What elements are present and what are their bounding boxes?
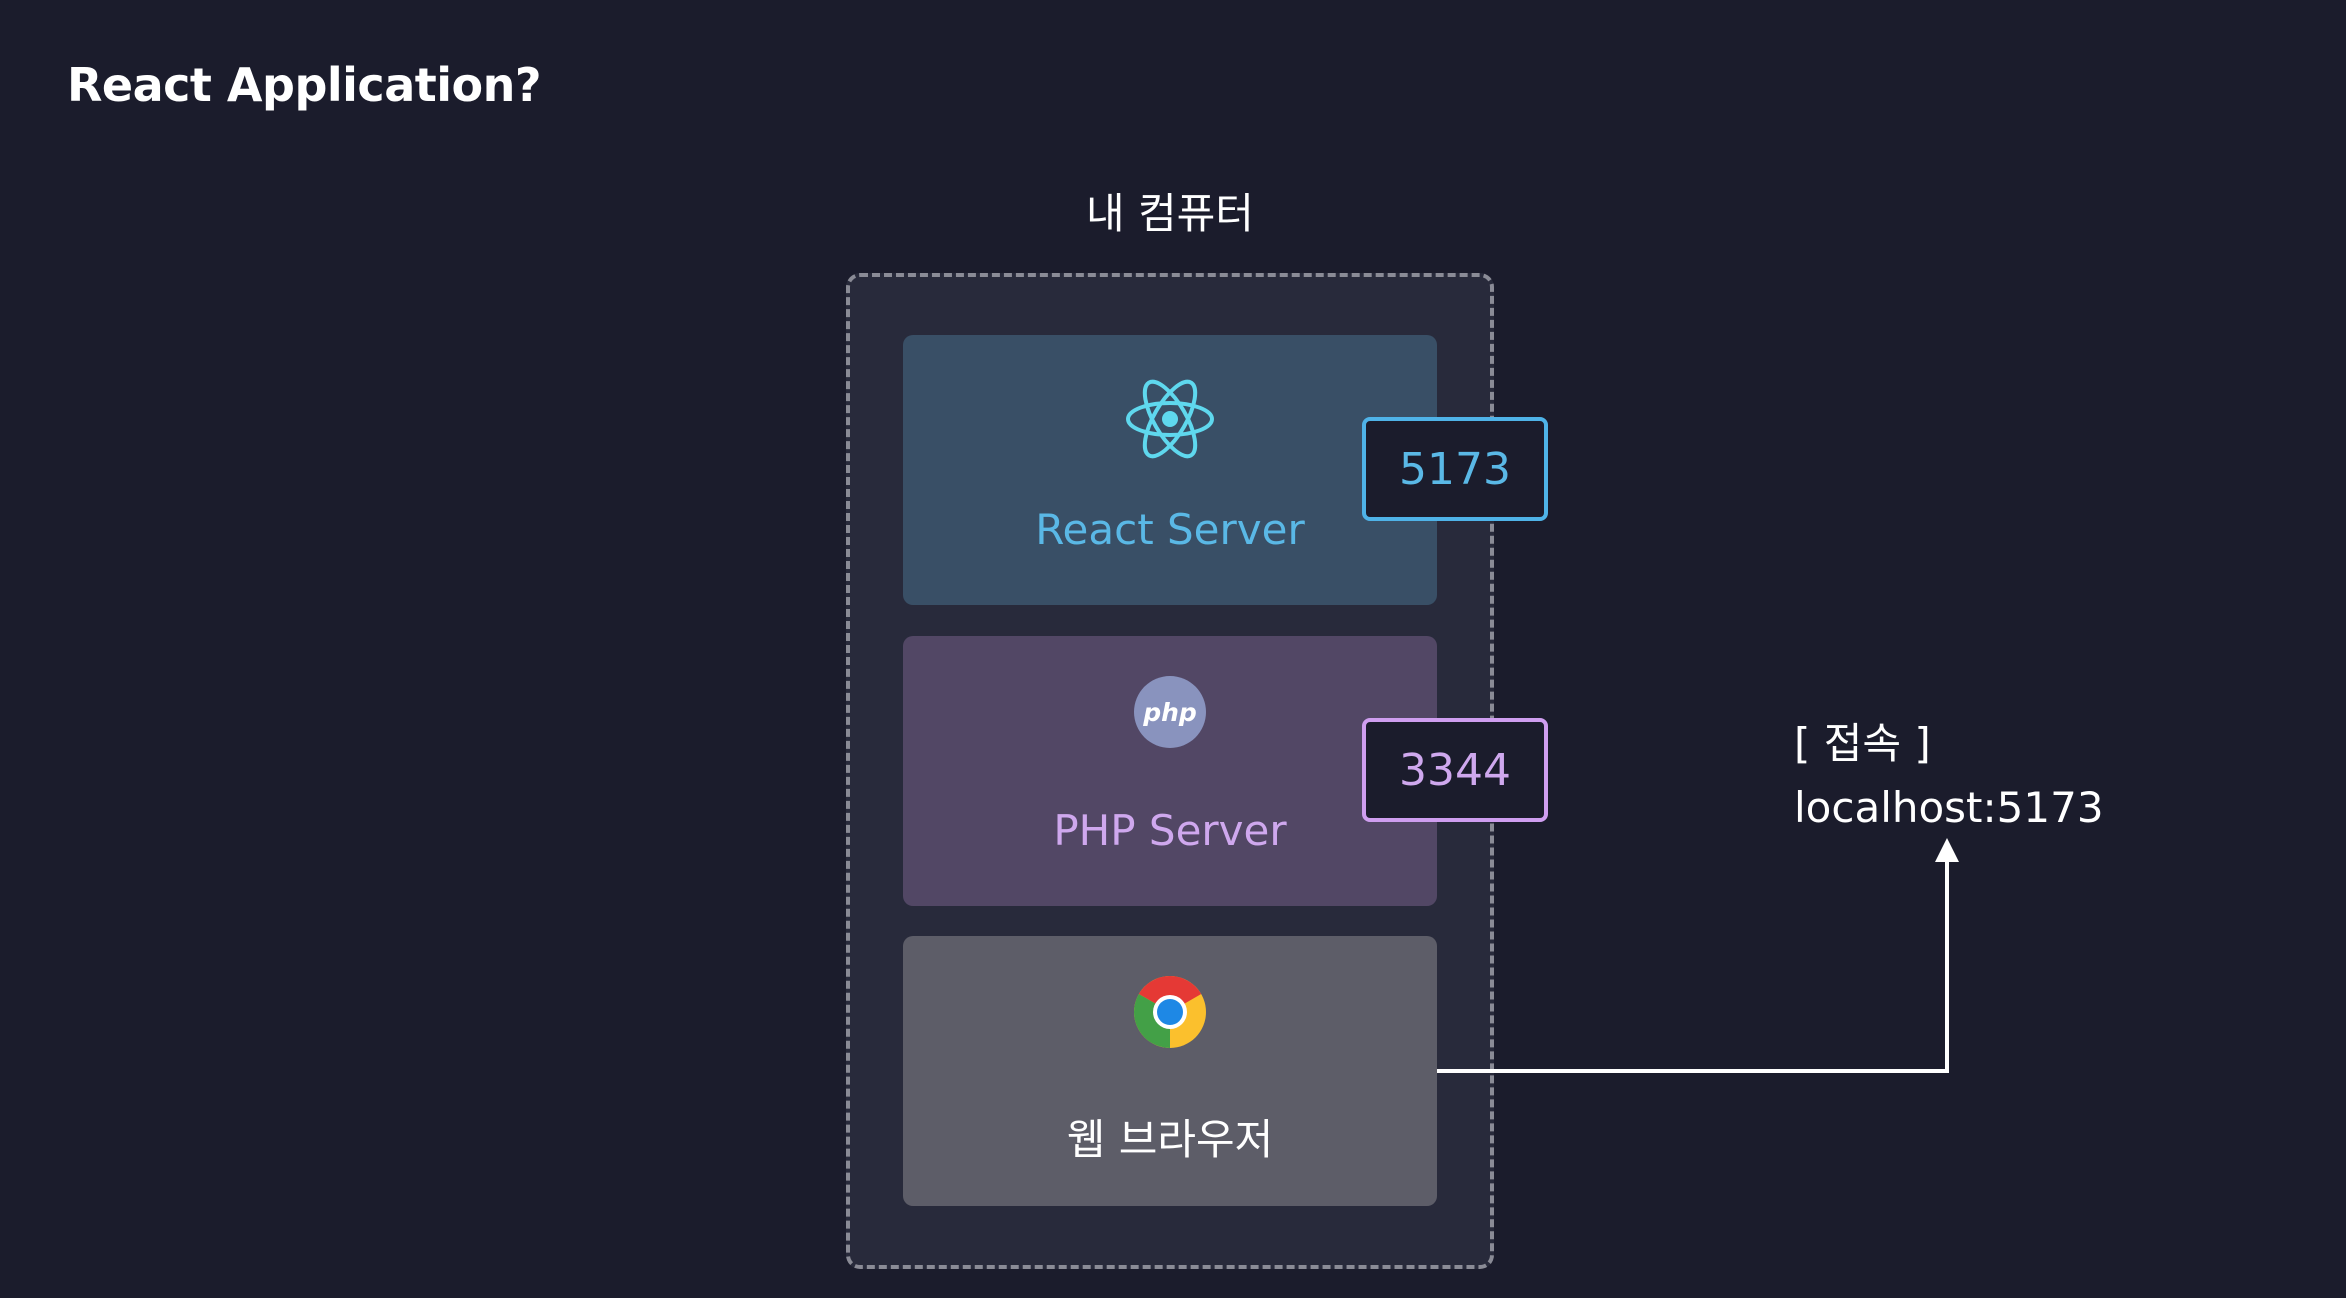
web-browser-panel: 웹 브라우저 [903,936,1437,1206]
php-port-badge: 3344 [1362,718,1548,822]
react-server-label: React Server [1035,505,1305,554]
web-browser-label: 웹 브라우저 [1066,1115,1274,1164]
svg-text:php: php [1142,698,1197,727]
react-port-badge: 5173 [1362,417,1548,521]
page-title: React Application? [67,58,542,112]
access-annotation: [ 접속 ] localhost:5173 [1794,712,2104,840]
react-server-panel: React Server [903,335,1437,605]
php-icon: php [1132,674,1208,754]
php-server-label: PHP Server [1053,806,1287,855]
react-icon [1124,373,1216,469]
computer-label: 내 컴퓨터 [1086,189,1254,238]
php-server-panel: php PHP Server [903,636,1437,906]
access-url: localhost:5173 [1794,783,2104,832]
chrome-icon [1132,974,1208,1054]
access-heading: [ 접속 ] [1794,719,1931,768]
